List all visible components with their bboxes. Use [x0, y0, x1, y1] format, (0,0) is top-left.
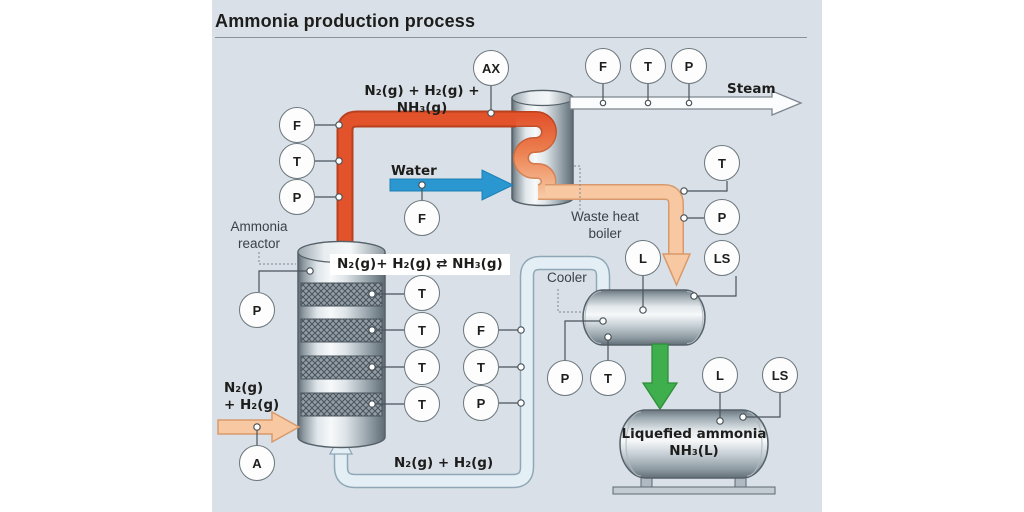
instrument-f-steam: F [585, 48, 621, 84]
label-recycle: N₂(g) + H₂(g) [394, 455, 494, 471]
label-feed: N₂(g) + H₂(g) [224, 380, 280, 413]
instrument-p-cooler: P [547, 360, 583, 396]
instrument-ax-product: AX [473, 50, 509, 86]
label-steam: Steam [727, 81, 776, 97]
hot-gas-pipe-vertical [336, 110, 420, 251]
label-liquefied-ammonia: Liquefied ammonia NH₃(L) [621, 426, 767, 459]
label-cooler: Cooler [547, 270, 587, 285]
instrument-f-water: F [404, 200, 440, 236]
cooled-gas-arrowhead [661, 253, 692, 287]
instrument-leads [256, 84, 781, 445]
label-ammonia-reactor: Ammonia reactor [230, 219, 288, 251]
instrument-t-steam: T [630, 48, 666, 84]
label-waste-heat-boiler: Waste heat boiler [571, 209, 639, 241]
instrument-p-recycle: P [463, 385, 499, 421]
label-water: Water [391, 163, 437, 179]
instrument-p-condensate: P [704, 199, 740, 235]
label-leads [258, 165, 582, 313]
connection-dots [253, 99, 747, 431]
instrument-t-condensate: T [704, 145, 740, 181]
cooler-vessel [582, 289, 706, 346]
water-arrow [389, 169, 515, 201]
instrument-t-recycle: T [463, 349, 499, 385]
instrument-t-bed-2: T [404, 312, 440, 348]
instrument-a-feed: A [239, 445, 275, 481]
label-reaction-equation: N₂(g)+ H₂(g) ⇄ NH₃(g) [330, 254, 510, 275]
boiler-coil [513, 111, 557, 200]
cooled-gas-pipe [545, 184, 692, 287]
instrument-t-bed-1: T [404, 275, 440, 311]
boiler-top-cap [511, 89, 574, 107]
title-rule [215, 37, 807, 38]
instrument-p-steam: P [671, 48, 707, 84]
instrument-t-bed-3: T [404, 349, 440, 385]
instrument-t-cooler: T [590, 360, 626, 396]
steam-arrow [569, 90, 803, 116]
page-title: Ammonia production process [215, 11, 476, 31]
instrument-f-hot-gas: F [279, 107, 315, 143]
label-reactor-outlet: N₂(g) + H₂(g) + NH₃(g) [364, 83, 480, 116]
instrument-l-tank: L [702, 357, 738, 393]
instrument-ls-tank: LS [762, 357, 798, 393]
instrument-l-cooler: L [625, 240, 661, 276]
instrument-t-bed-4: T [404, 386, 440, 422]
instrument-f-recycle: F [463, 312, 499, 348]
instrument-t-hot-gas: T [279, 143, 315, 179]
tank-base [612, 486, 776, 495]
instrument-ls-cooler: LS [704, 240, 740, 276]
product-arrow [641, 343, 679, 411]
ammonia-tank-vessel [612, 409, 776, 495]
instrument-p-reactor: P [239, 292, 275, 328]
instrument-p-hot-gas: P [279, 179, 315, 215]
